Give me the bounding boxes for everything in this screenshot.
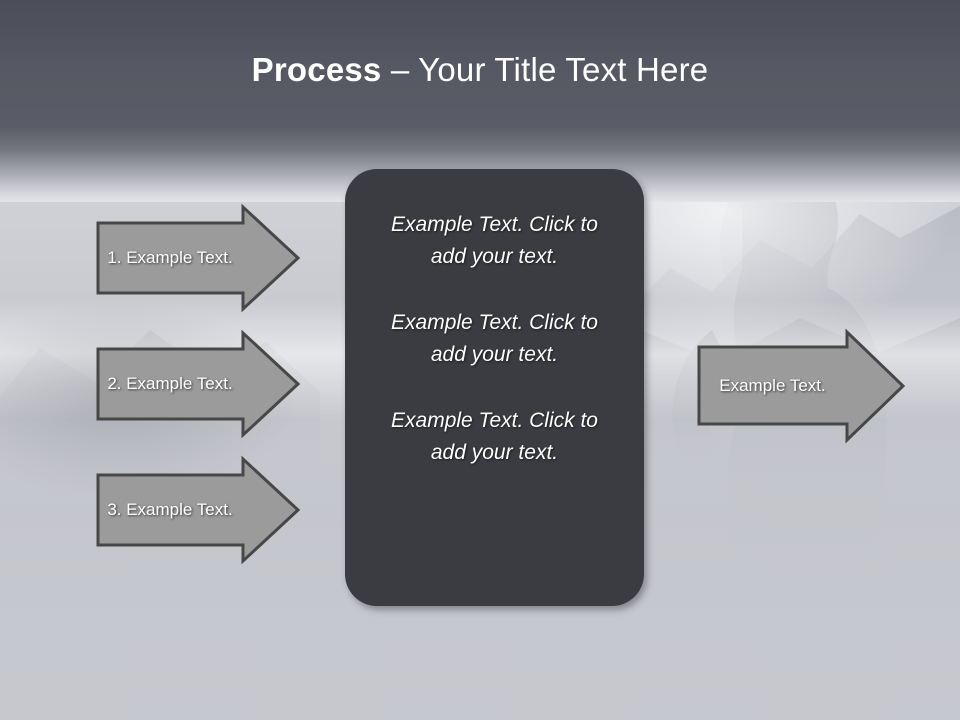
input-arrow-3[interactable]: 3. Example Text. (95, 455, 301, 565)
panel-paragraph-1: Example Text. Click to add your text. (391, 213, 598, 268)
output-arrow[interactable]: Example Text. (696, 328, 906, 444)
panel-paragraph-2: Example Text. Click to add your text. (391, 311, 598, 366)
arrow-shape-icon (96, 329, 301, 439)
arrow-shape-icon (96, 203, 301, 313)
header-band (0, 0, 960, 127)
page-title: Process – Your Title Text Here (0, 50, 960, 90)
input-arrow-1[interactable]: 1. Example Text. (95, 203, 301, 313)
arrow-shape-icon (697, 328, 906, 444)
input-arrow-2[interactable]: 2. Example Text. (95, 329, 301, 439)
panel-paragraph-3: Example Text. Click to add your text. (391, 409, 598, 464)
title-rest-part: – Your Title Text Here (381, 51, 709, 88)
arrow-shape-icon (96, 455, 301, 565)
process-detail-panel[interactable]: Example Text. Click to add your text. Ex… (345, 169, 644, 606)
title-bold-part: Process (251, 51, 382, 88)
